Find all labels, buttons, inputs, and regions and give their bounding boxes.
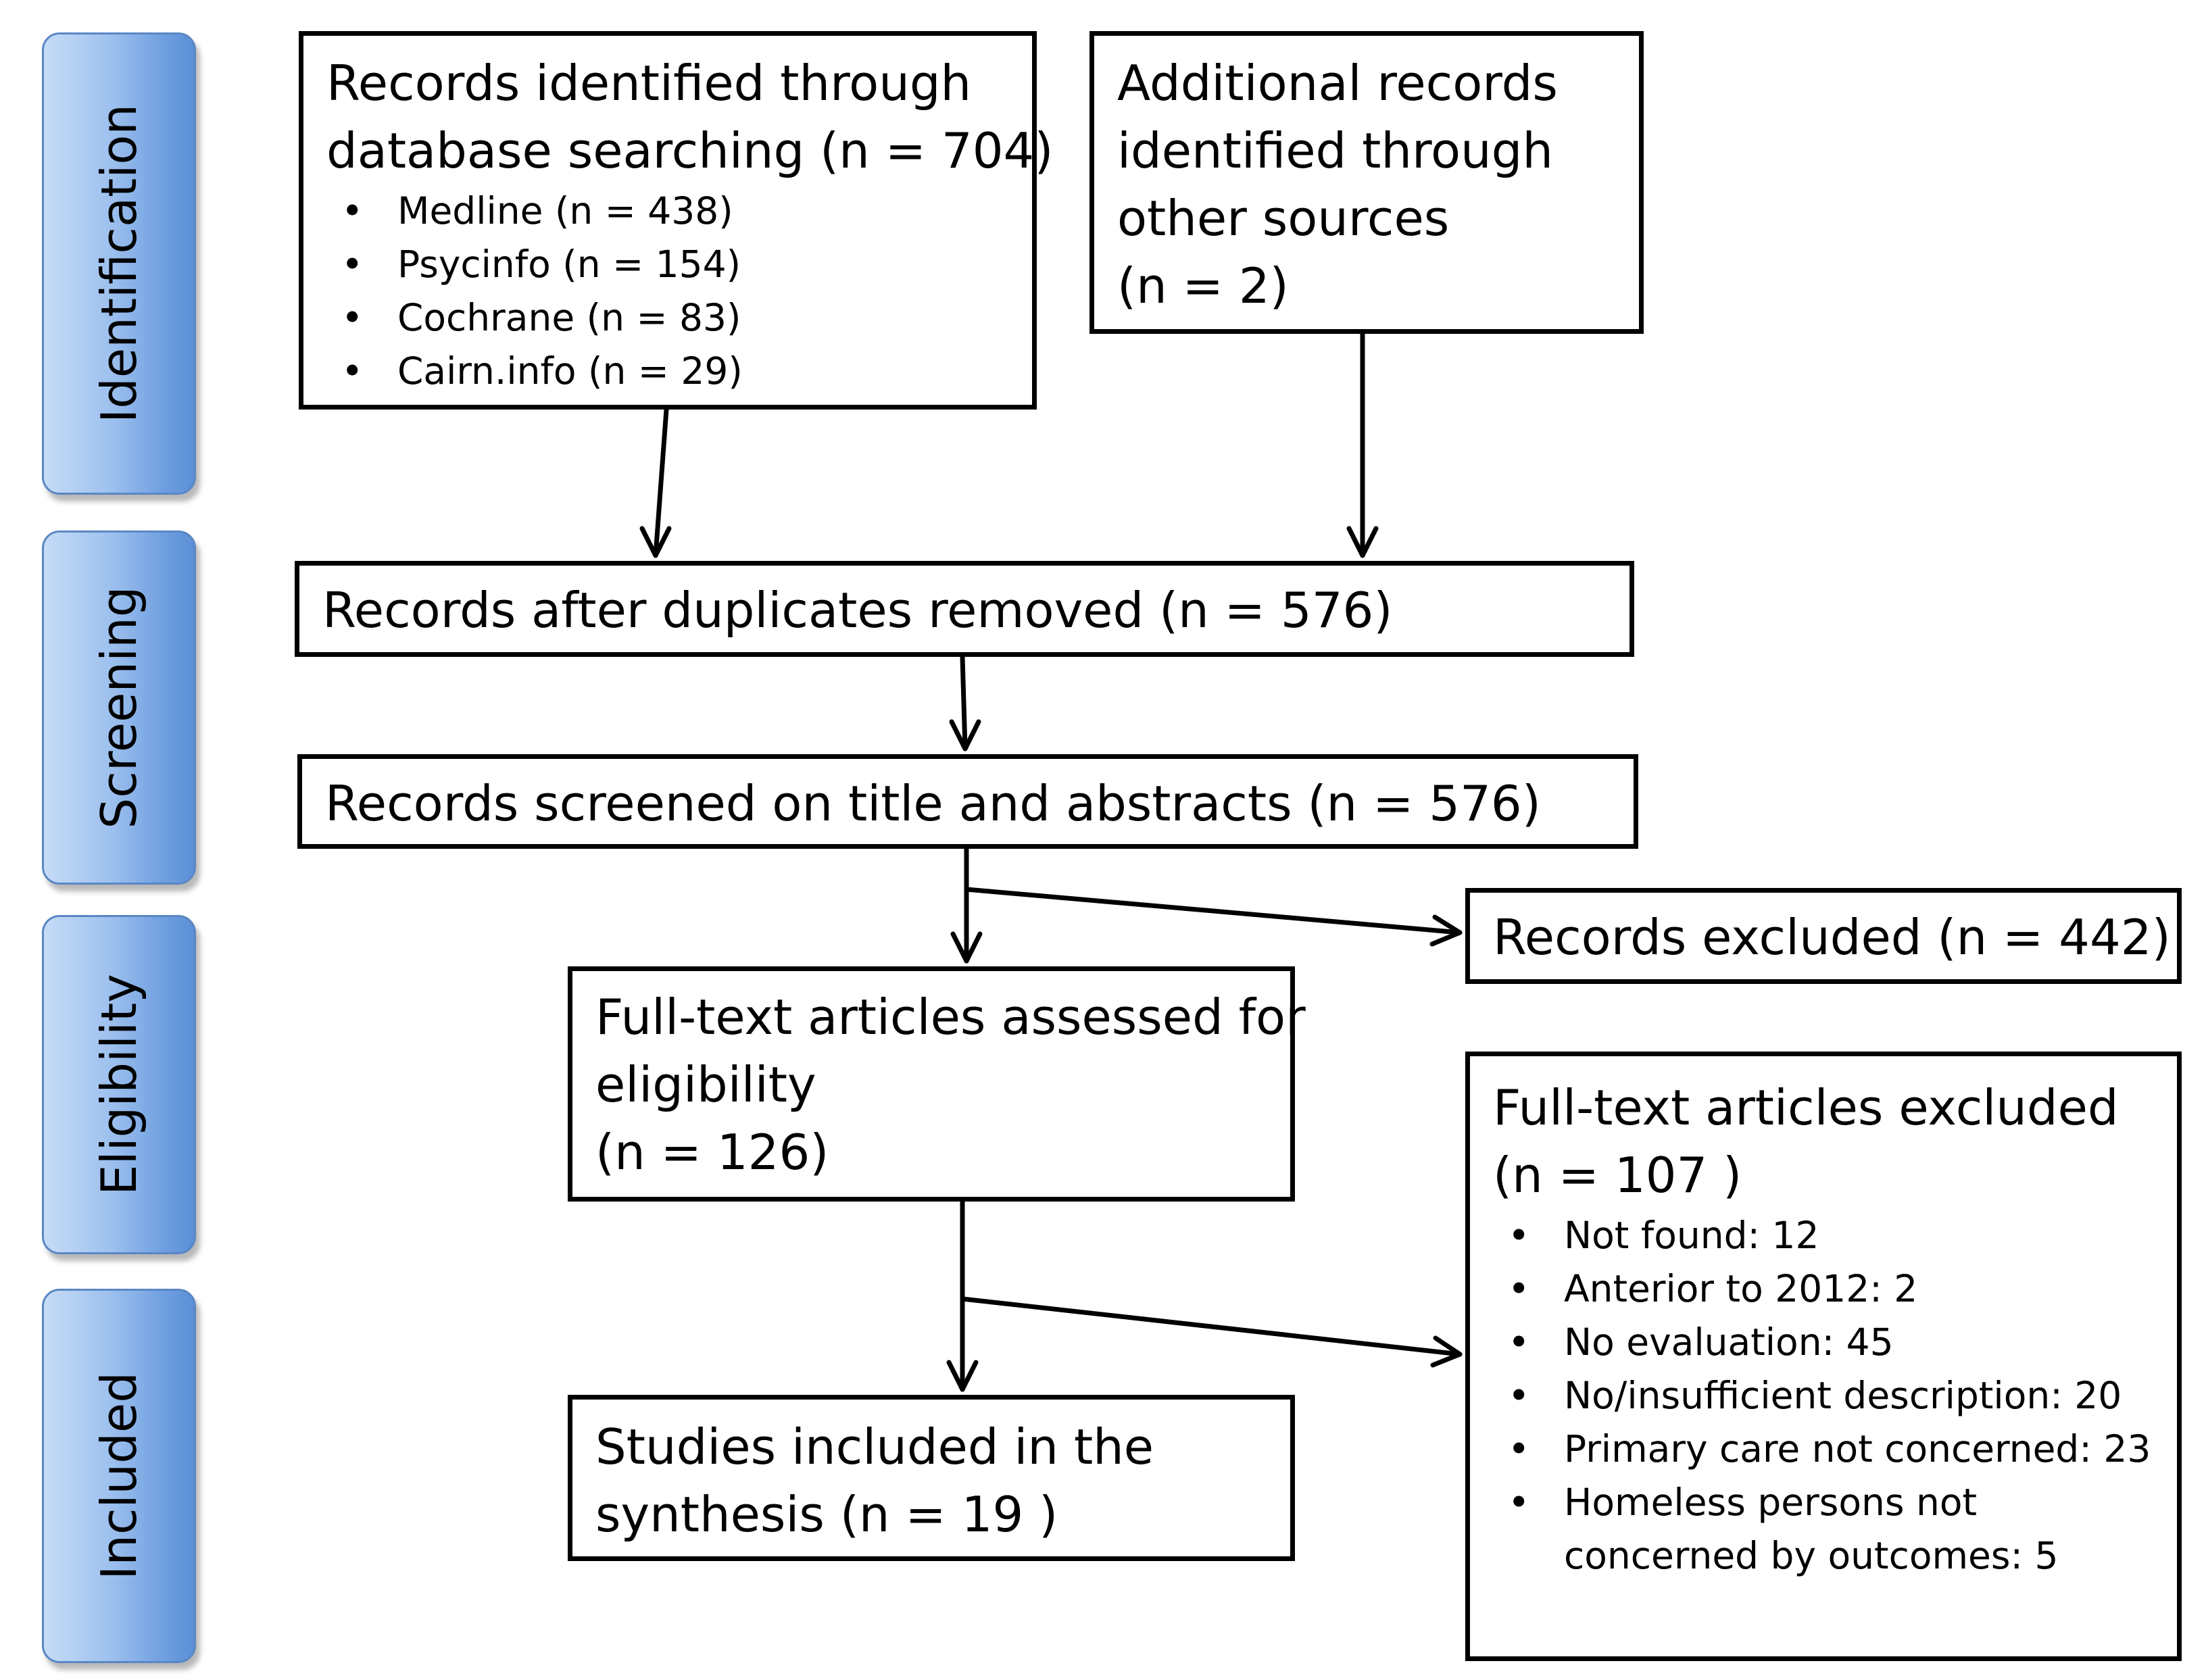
arrow-screened-to-fulltext [950, 846, 983, 964]
exclusion-reason-item: Homeless persons not [1493, 1476, 2177, 1529]
database-records-title-line1: Records identified through [326, 55, 972, 112]
exclusion-reason-item: No/insufficient description: 20 [1493, 1369, 2177, 1423]
fulltext-excluded-line1: Full-text articles excluded [1493, 1079, 2119, 1136]
exclusion-reasons-list: Not found: 12 Anterior to 2012: 2 No eva… [1493, 1209, 2177, 1529]
other-sources-line4: (n = 2) [1117, 257, 1289, 314]
database-records-title-line2: database searching (n = 704) [326, 122, 1054, 179]
exclusion-reason-continuation: concerned by outcomes: 5 [1564, 1534, 2059, 1577]
fulltext-assessed-box: Full-text articles assessed for eligibil… [568, 966, 1306, 1202]
records-excluded-box: Records excluded (n = 442) [1465, 888, 2182, 984]
fulltext-assessed-line3: (n = 126) [595, 1124, 829, 1181]
included-studies-box: Studies included in the synthesis (n = 1… [568, 1395, 1295, 1561]
other-sources-line2: identified through [1117, 122, 1554, 179]
exclusion-reason-item: Anterior to 2012: 2 [1493, 1262, 2177, 1316]
stage-identification: Identification [42, 32, 196, 495]
arrow-database-to-duplicates [639, 407, 672, 558]
database-list: Medline (n = 438) Psycinfo (n = 154) Coc… [326, 184, 1032, 398]
database-list-item: Psycinfo (n = 154) [326, 238, 1032, 291]
other-sources-line1: Additional records [1117, 55, 1558, 112]
included-studies-line1: Studies included in the [595, 1418, 1154, 1475]
screened-box: Records screened on title and abstracts … [297, 754, 1638, 849]
screened-text: Records screened on title and abstracts … [325, 775, 1541, 832]
fulltext-excluded-line2: (n = 107 ) [1493, 1147, 1742, 1204]
exclusion-reason-item: Primary care not concerned: 23 [1493, 1423, 2177, 1476]
duplicates-removed-box: Records after duplicates removed (n = 57… [295, 561, 1634, 657]
fulltext-assessed-line2: eligibility [595, 1056, 816, 1113]
included-studies-line2: synthesis (n = 19 ) [595, 1486, 1058, 1543]
stage-included: Included [42, 1289, 196, 1663]
other-sources-line3: other sources [1117, 190, 1450, 247]
duplicates-removed-text: Records after duplicates removed (n = 57… [322, 582, 1393, 639]
database-list-item: Medline (n = 438) [326, 184, 1032, 238]
database-list-item: Cochrane (n = 83) [326, 291, 1032, 345]
database-records-box: Records identified through database sear… [299, 31, 1054, 410]
arrow-fulltext-to-fulltext-excluded [960, 1296, 1463, 1368]
other-sources-box: Additional records identified through ot… [1089, 31, 1644, 334]
stage-screening: Screening [42, 530, 196, 885]
exclusion-reason-item: Not found: 12 [1493, 1209, 2177, 1262]
arrow-other-sources-to-duplicates [1346, 331, 1379, 558]
exclusion-reason-item: No evaluation: 45 [1493, 1316, 2177, 1369]
stage-eligibility: Eligibility [42, 915, 196, 1254]
arrow-duplicates-to-screened [949, 654, 981, 751]
records-excluded-text: Records excluded (n = 442) [1493, 909, 2171, 966]
fulltext-assessed-line1: Full-text articles assessed for [595, 989, 1306, 1045]
fulltext-excluded-box: Full-text articles excluded (n = 107 ) N… [1465, 1052, 2182, 1661]
database-list-item: Cairn.info (n = 29) [326, 345, 1032, 398]
arrow-screened-to-records-excluded [964, 887, 1463, 947]
arrow-fulltext-to-included [946, 1199, 979, 1392]
